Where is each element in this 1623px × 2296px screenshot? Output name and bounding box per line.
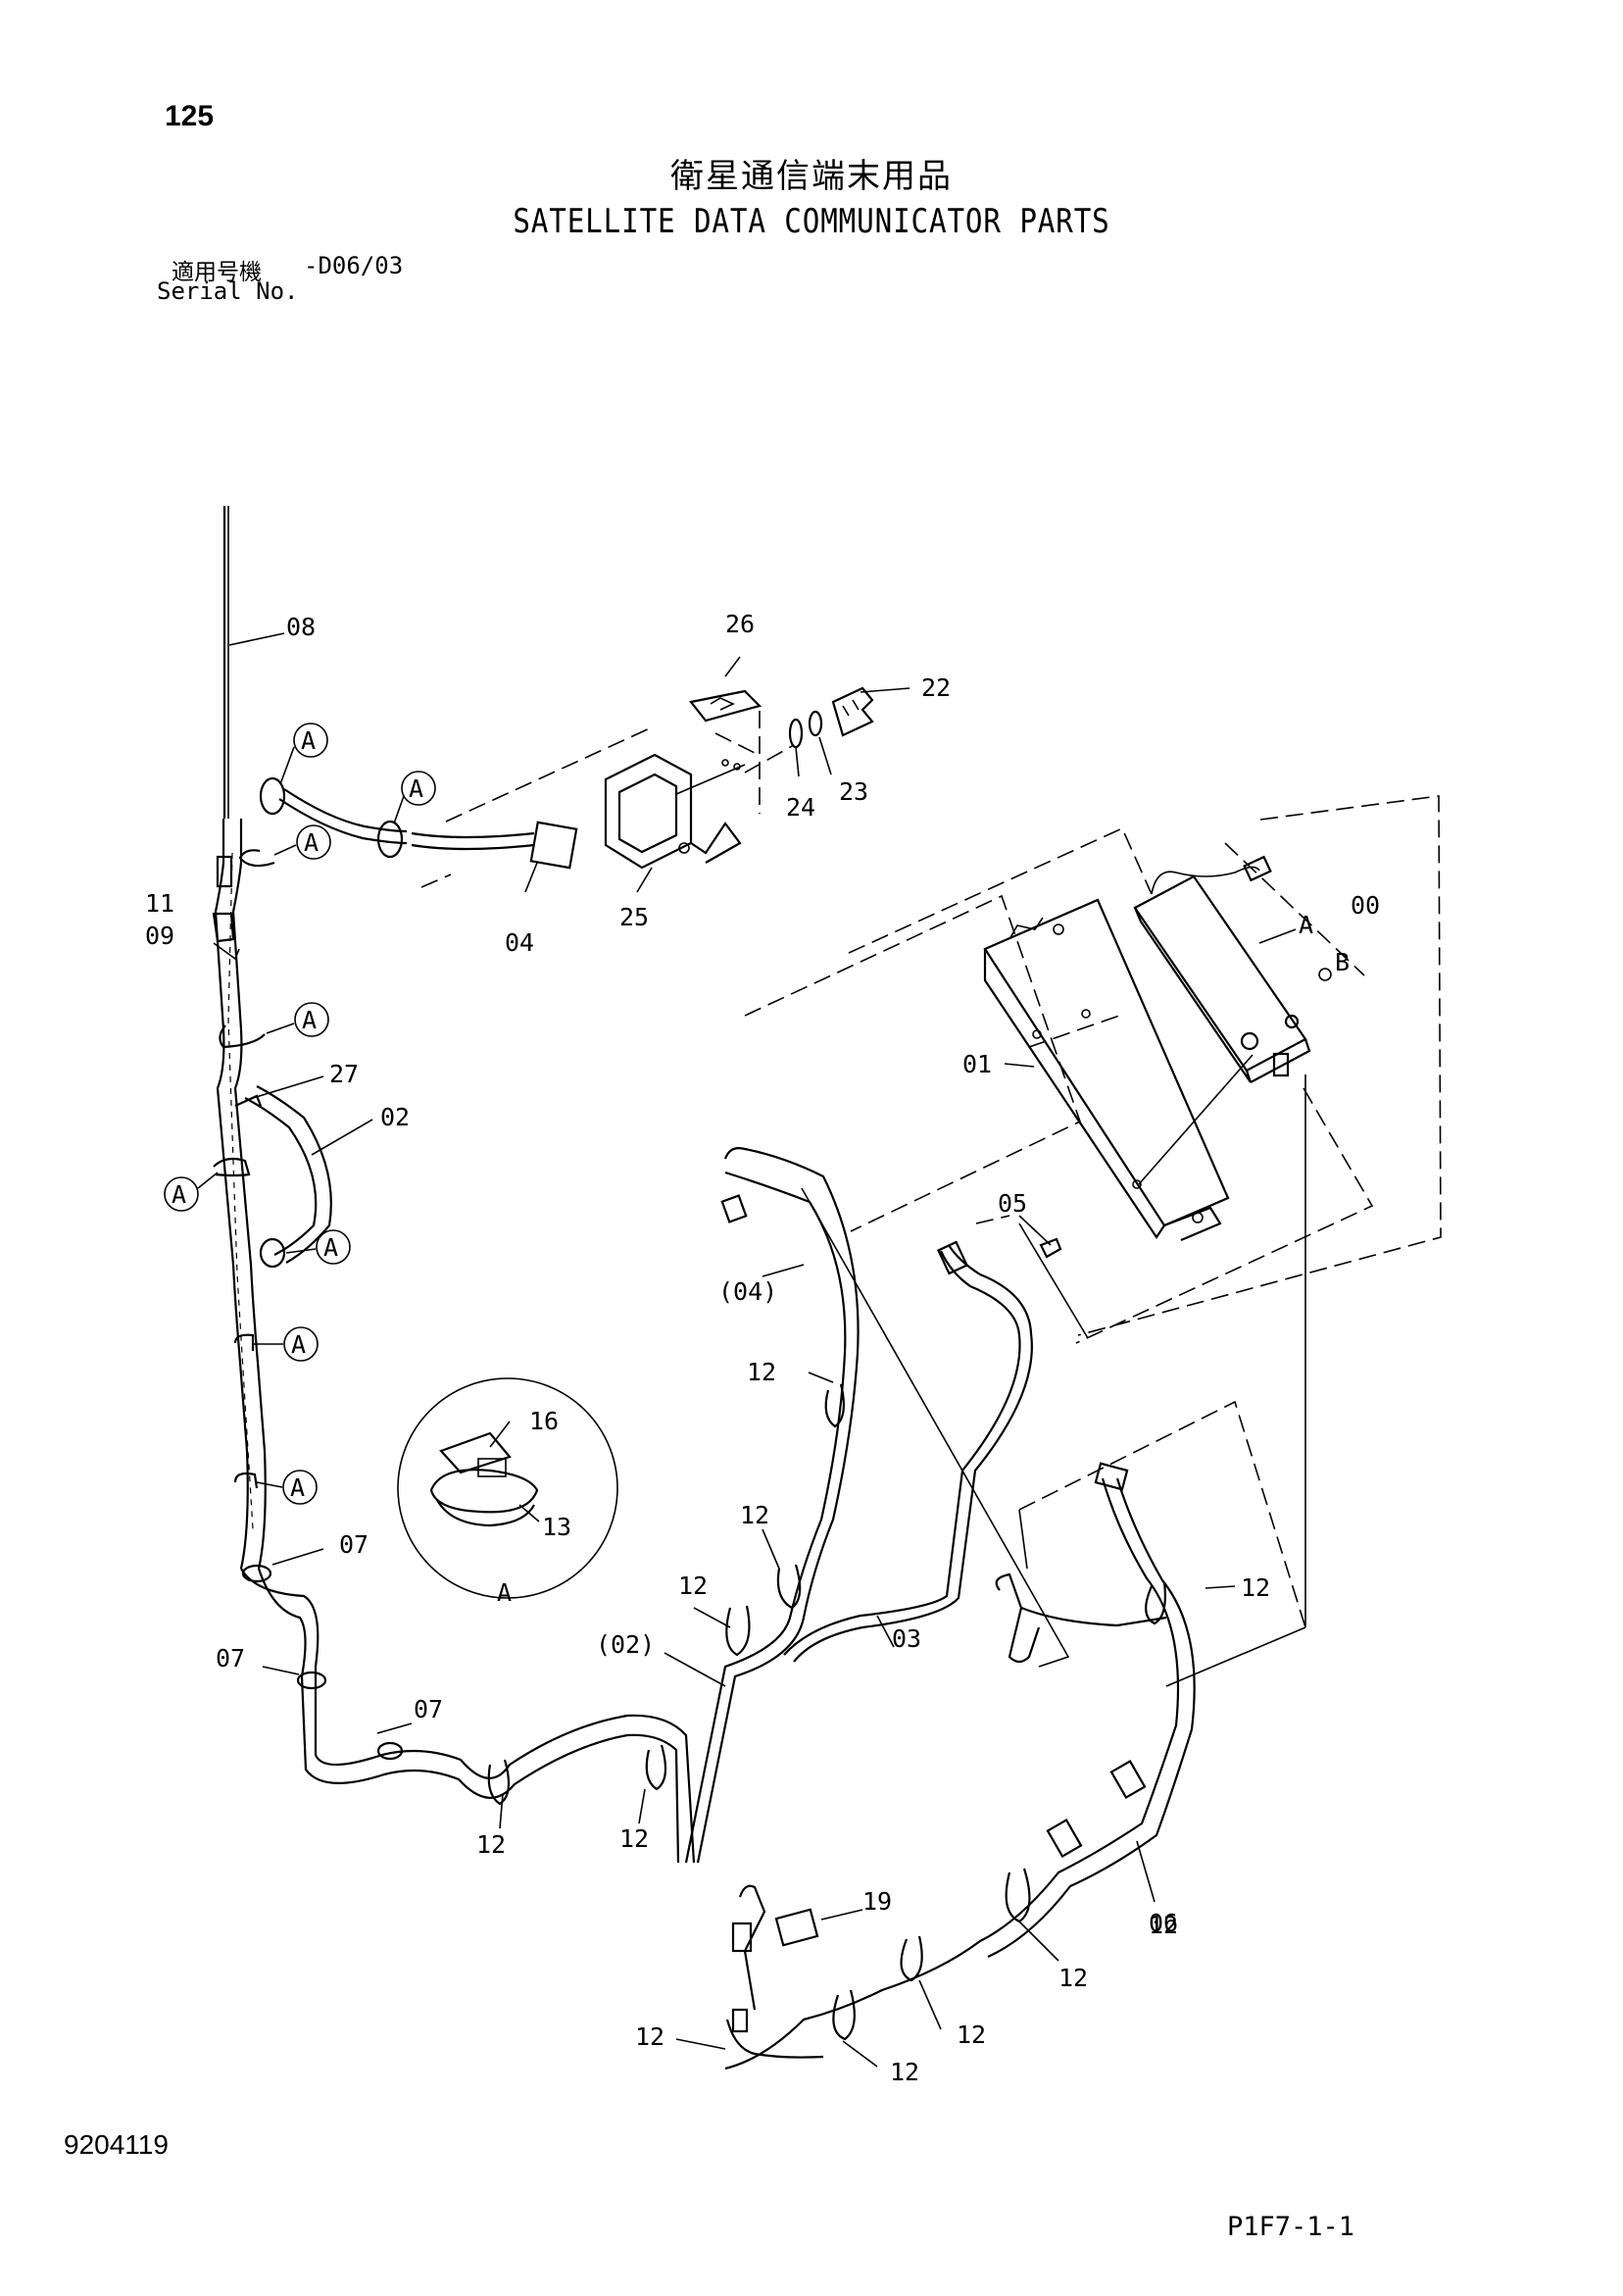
callout-12: 12 — [635, 2022, 664, 2051]
plate-26 — [689, 689, 762, 814]
callout-25: 25 — [619, 903, 649, 931]
callout-12: 12 — [619, 1824, 649, 1853]
detail-a — [397, 1377, 618, 1599]
bracket-25 — [604, 732, 756, 870]
clamp-marker-label: A — [172, 1180, 186, 1209]
plate-01 — [983, 898, 1254, 1259]
antenna-mast — [222, 506, 229, 819]
callout-07: 07 — [339, 1530, 369, 1559]
callout-08: 08 — [286, 613, 316, 641]
callout-11: 11 — [145, 889, 174, 918]
callout-24: 24 — [786, 793, 815, 822]
callout-12: 12 — [957, 2021, 986, 2049]
callout-12: 12 — [890, 2058, 919, 2086]
callout-02: 02 — [380, 1103, 410, 1131]
callout-12: 12 — [1241, 1573, 1270, 1602]
clamp-marker-label: A — [291, 1330, 306, 1359]
serial-label-english: Serial No. — [157, 277, 299, 305]
harness-03 — [783, 1240, 1033, 1663]
harness-06 — [724, 1462, 1196, 2071]
controller-box-00 — [1133, 855, 1332, 1083]
marker-labels: A A A A A A A A A A — [172, 726, 1313, 1607]
callout-22: 22 — [921, 674, 951, 702]
callout-07: 07 — [216, 1644, 245, 1672]
clamp-marker-label: A — [323, 1233, 338, 1262]
callout-01: 01 — [962, 1050, 992, 1078]
page-number: 125 — [165, 100, 215, 132]
serial-value: -D06/03 — [304, 252, 404, 279]
callout-12: 12 — [476, 1830, 506, 1859]
callout-16: 16 — [529, 1407, 559, 1435]
callout-07: 07 — [414, 1695, 443, 1723]
callout-b: B — [1335, 948, 1350, 976]
callout-26: 26 — [725, 610, 755, 638]
clamp-marker-label: A — [301, 726, 316, 755]
callout-04-ref: (04) — [718, 1277, 777, 1306]
callout-13: 13 — [542, 1513, 571, 1541]
callout-27: 27 — [329, 1060, 359, 1088]
clamp-marker-label: A — [290, 1473, 305, 1502]
reference-frames — [744, 795, 1442, 1687]
callout-09: 09 — [145, 922, 174, 950]
leader-lines — [228, 632, 1297, 2068]
serial-label-japanese: 適用号機 — [172, 260, 262, 285]
left-harness — [214, 819, 696, 1864]
callout-06: 06 — [1149, 1909, 1178, 1937]
callout-12: 12 — [740, 1501, 769, 1529]
bolt-washers — [744, 686, 874, 774]
callout-04: 04 — [505, 928, 534, 957]
callout-23: 23 — [839, 777, 868, 806]
page-code: P1F7-1-1 — [1227, 2212, 1355, 2242]
callout-19: 19 — [862, 1887, 892, 1916]
callout-12: 12 — [747, 1358, 776, 1386]
clamp-marker-label: A — [304, 828, 319, 857]
callout-12: 12 — [1149, 1911, 1178, 1939]
title-japanese: 衛星通信端末用品 — [670, 157, 953, 196]
clamp-marker-label: A — [409, 774, 423, 803]
title-english: SATELLITE DATA COMMUNICATOR PARTS — [513, 202, 1110, 241]
clamp-marker-label: A — [302, 1006, 317, 1034]
harness-04-center — [684, 1147, 860, 1864]
detail-a-label: A — [497, 1578, 512, 1607]
document-number: 9204119 — [64, 2129, 169, 2160]
antenna-cable-04 — [278, 726, 653, 888]
controller-marker-label: A — [1299, 911, 1313, 939]
antenna-clamps — [212, 776, 667, 1806]
callout-12: 12 — [678, 1572, 708, 1600]
callout-02-ref: (02) — [596, 1630, 655, 1659]
callout-00: 00 — [1351, 891, 1380, 920]
callout-03: 03 — [892, 1624, 921, 1653]
clamp-markers — [164, 723, 436, 1505]
callout-05: 05 — [998, 1189, 1027, 1218]
part-callouts: 08 26 22 24 23 25 04 11 09 00 01 B 27 02… — [145, 610, 1380, 2086]
callout-12: 12 — [1058, 1964, 1088, 1992]
